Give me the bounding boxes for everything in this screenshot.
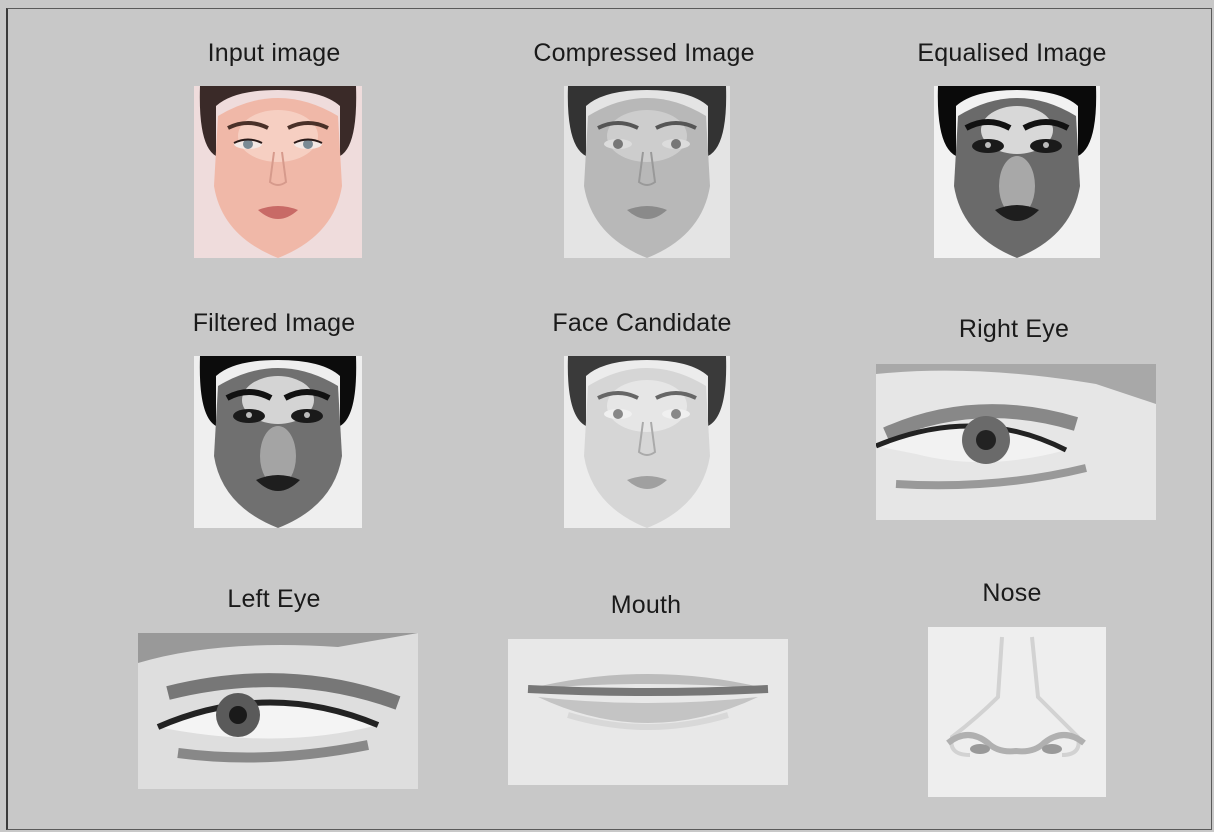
compressed-image	[564, 86, 730, 258]
face-candidate-image	[564, 356, 730, 528]
subplot-title-nose: Nose	[982, 579, 1041, 608]
mouth-image	[508, 639, 788, 785]
subplot-title-filtered: Filtered Image	[193, 309, 356, 338]
input-face-graphic	[194, 86, 362, 258]
subplot-title-compressed: Compressed Image	[533, 39, 754, 68]
mouth-graphic	[508, 639, 788, 785]
filtered-face-graphic	[194, 356, 362, 528]
nose-graphic	[928, 627, 1106, 797]
input-image	[194, 86, 362, 258]
subplot-title-input: Input image	[208, 39, 341, 68]
compressed-face-graphic	[564, 86, 730, 258]
right-eye-image	[876, 364, 1156, 520]
subplot-title-equalised: Equalised Image	[917, 39, 1106, 68]
filtered-image	[194, 356, 362, 528]
figure-window: Input image Compressed Image Equalised I…	[6, 8, 1212, 830]
nose-image	[928, 627, 1106, 797]
subplot-title-face: Face Candidate	[552, 309, 731, 338]
subplot-title-left-eye: Left Eye	[227, 585, 320, 614]
subplot-title-right-eye: Right Eye	[959, 315, 1069, 344]
right-eye-graphic	[876, 364, 1156, 520]
equalised-face-graphic	[934, 86, 1100, 258]
left-eye-image	[138, 633, 418, 789]
left-eye-graphic	[138, 633, 418, 789]
equalised-image	[934, 86, 1100, 258]
subplot-title-mouth: Mouth	[611, 591, 681, 620]
face-candidate-graphic	[564, 356, 730, 528]
